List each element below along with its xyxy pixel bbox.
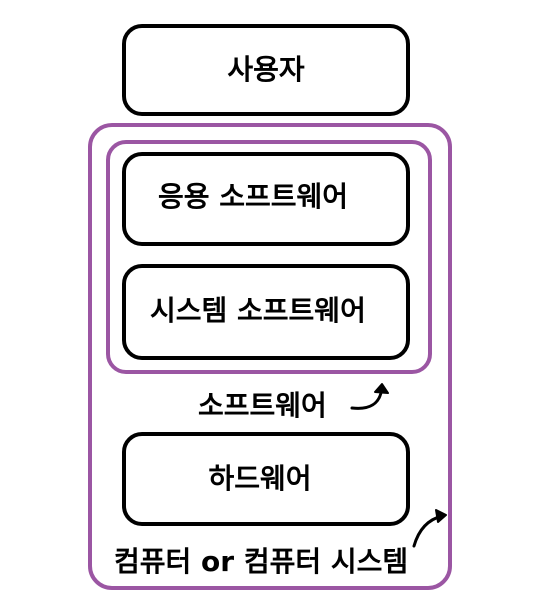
software-arrow-icon	[350, 383, 389, 410]
system-software-box: 시스템 소프트웨어	[122, 264, 410, 360]
application-software-box: 응용 소프트웨어	[122, 152, 410, 246]
computer-system-frame	[88, 123, 452, 590]
computer-system-arrow-icon	[412, 509, 447, 548]
software-label: 소프트웨어	[198, 389, 327, 422]
user-label: 사용자	[227, 53, 305, 86]
computer-system-label: 컴퓨터 or 컴퓨터 시스템	[114, 545, 409, 578]
hardware-box: 하드웨어	[122, 432, 410, 526]
user-box: 사용자	[122, 24, 410, 116]
system-software-label: 시스템 소프트웨어	[150, 294, 366, 327]
hardware-label: 하드웨어	[208, 462, 312, 495]
application-software-label: 응용 소프트웨어	[158, 180, 349, 213]
software-frame	[106, 140, 432, 374]
